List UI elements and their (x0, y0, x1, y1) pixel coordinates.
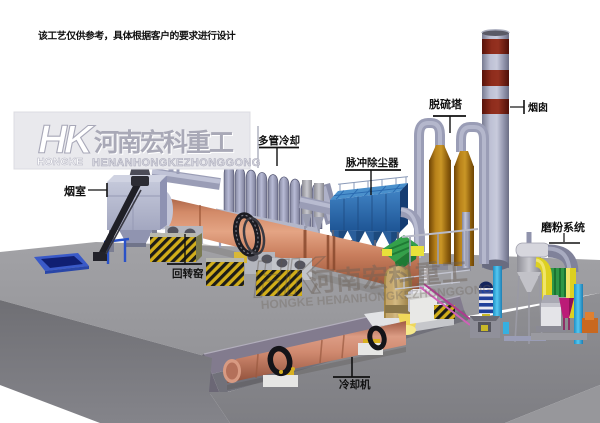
svg-text:冷却机: 冷却机 (339, 378, 371, 391)
svg-text:脉冲除尘器: 脉冲除尘器 (345, 156, 399, 169)
svg-text:河南宏科重工: 河南宏科重工 (94, 128, 234, 157)
svg-text:磨粉系统: 磨粉系统 (540, 220, 585, 234)
svg-text:该工艺仅供参考，具体根据客户的要求进行设计: 该工艺仅供参考，具体根据客户的要求进行设计 (38, 29, 236, 42)
svg-text:烟室: 烟室 (64, 184, 86, 198)
svg-text:多管冷却: 多管冷却 (258, 134, 300, 147)
svg-text:脱硫塔: 脱硫塔 (429, 97, 463, 111)
svg-text:烟囱: 烟囱 (528, 101, 548, 114)
svg-text:HENANHONGKEZHONGGONG: HENANHONGKEZHONGGONG (92, 157, 261, 169)
svg-text:回转窑: 回转窑 (172, 267, 204, 280)
svg-text:HONGKE: HONGKE (37, 156, 83, 168)
svg-text:河南宏科重工: 河南宏科重工 (95, 129, 235, 158)
svg-text:HK: HK (250, 246, 328, 309)
svg-text:HK: HK (38, 118, 96, 162)
